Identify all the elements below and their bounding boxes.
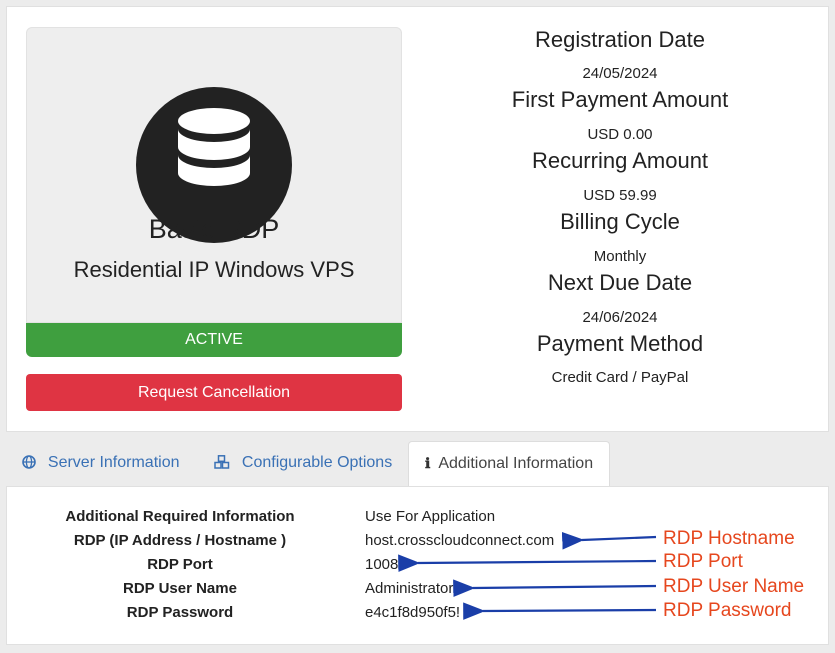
billing-cycle-value: Monthly	[593, 248, 647, 265]
table-row: RDP User Name Administrator	[0, 580, 835, 602]
detail-value: 1008	[365, 556, 399, 573]
recurring-amount-label: Recurring Amount	[531, 148, 709, 173]
first-payment-value: USD 0.00	[587, 126, 653, 143]
annotation-rdp-password: RDP Password	[663, 600, 792, 621]
detail-label: RDP User Name	[123, 580, 237, 597]
annotation-rdp-user-name: RDP User Name	[663, 576, 805, 597]
billing-cycle-label: Billing Cycle	[560, 209, 680, 234]
request-cancellation-button[interactable]: Request Cancellation	[26, 374, 402, 411]
detail-label: RDP Password	[126, 604, 234, 621]
annotation-rdp-hostname: RDP Hostname	[663, 528, 795, 549]
detail-value: e4c1f8d950f5!	[365, 604, 461, 621]
info-icon: ℹ	[425, 455, 431, 471]
cubes-icon	[214, 454, 234, 470]
table-row: Additional Required Information Use For …	[0, 508, 835, 530]
detail-value: Use For Application	[365, 508, 496, 525]
globe-icon	[22, 454, 40, 470]
payment-method-value: Credit Card / PayPal	[551, 369, 689, 386]
tab-configurable-options-label: Configurable Options	[241, 454, 393, 471]
registration-date-value: 24/05/2024	[582, 65, 658, 82]
registration-date-label: Registration Date	[535, 27, 705, 52]
product-subtitle: Residential IP Windows VPS	[73, 257, 355, 282]
first-payment-label: First Payment Amount	[511, 87, 729, 112]
next-due-date-value: 24/06/2024	[582, 309, 658, 326]
tab-server-information[interactable]: Server Information	[22, 441, 180, 484]
product-name: Basic RDP	[148, 214, 280, 244]
tab-server-information-label: Server Information	[47, 454, 180, 471]
tabs-bar: Server Information Configurable Options …	[0, 441, 835, 487]
table-row: RDP Port 1008	[0, 556, 835, 578]
table-row: RDP (IP Address / Hostname ) host.crossc…	[0, 532, 835, 554]
detail-label: RDP (IP Address / Hostname )	[73, 532, 287, 549]
detail-value: Administrator	[365, 580, 454, 597]
tab-configurable-options[interactable]: Configurable Options	[214, 441, 392, 484]
detail-label: Additional Required Information	[65, 508, 295, 525]
payment-method-label: Payment Method	[536, 331, 704, 356]
database-icon	[136, 87, 292, 243]
detail-value: host.crosscloudconnect.com	[365, 532, 555, 549]
annotation-rdp-port: RDP Port	[663, 551, 743, 572]
next-due-date-label: Next Due Date	[547, 270, 693, 295]
status-badge: ACTIVE	[26, 323, 402, 357]
recurring-amount-value: USD 59.99	[583, 187, 657, 204]
tab-additional-information-label: Additional Information	[438, 455, 594, 472]
detail-label: RDP Port	[147, 556, 213, 573]
tab-additional-information[interactable]: ℹ Additional Information	[408, 441, 611, 487]
table-row: RDP Password e4c1f8d950f5!	[0, 604, 835, 626]
